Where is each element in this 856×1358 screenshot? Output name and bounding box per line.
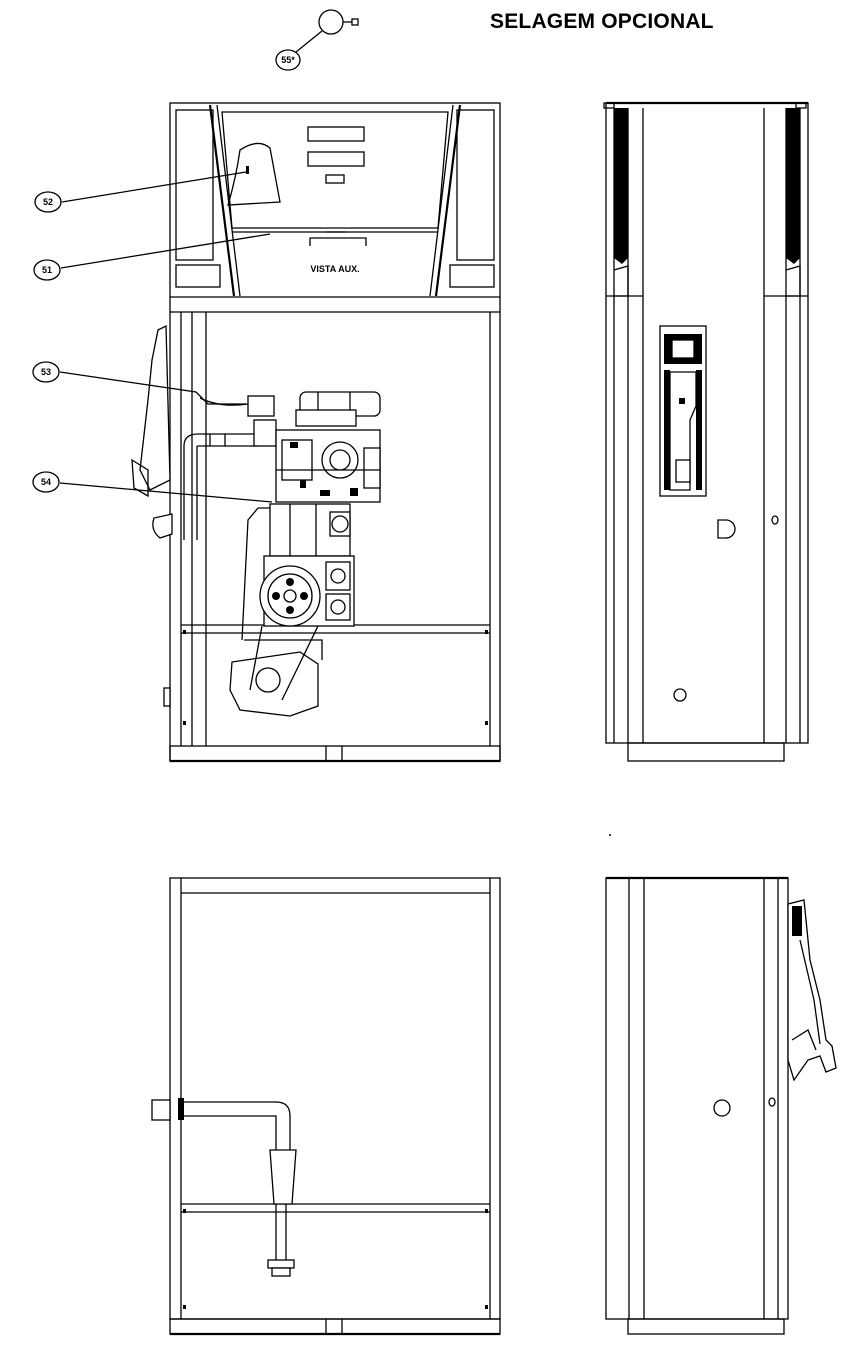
callout-seal-1: 51	[33, 233, 271, 281]
side-view-right	[603, 101, 809, 762]
stray-mark	[609, 834, 611, 836]
callout-label-55: 55*	[281, 55, 295, 65]
front-view: VISTA AUX.	[131, 102, 501, 763]
side-view-left	[605, 876, 837, 1335]
drawing-title: SELAGEM OPCIONAL	[490, 10, 714, 33]
callout-label-53: 53	[41, 367, 51, 377]
callout-seal-4: 54	[32, 471, 273, 503]
callout-seal-optional: 55*	[275, 9, 359, 71]
callout-seal-3: 53	[32, 361, 246, 405]
aux-view-label: VISTA AUX.	[310, 264, 359, 274]
callout-label-52: 52	[43, 197, 53, 207]
callout-label-54: 54	[41, 477, 51, 487]
callout-label-51: 51	[42, 265, 52, 275]
rear-view	[151, 877, 501, 1336]
callout-seal-2: 52	[34, 171, 247, 213]
